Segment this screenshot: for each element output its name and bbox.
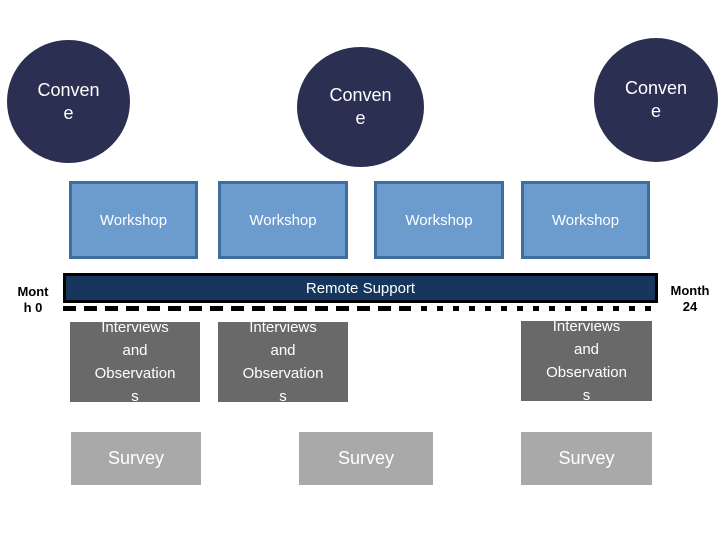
timeline-dashed-line-left	[63, 306, 405, 311]
remote-support-bar: Remote Support	[63, 273, 658, 303]
survey-box-3: Survey	[521, 432, 652, 485]
convene-circle-1: Conven e	[7, 40, 130, 163]
workshop-label-3: Workshop	[405, 211, 473, 229]
remote-support-label: Remote Support	[305, 279, 416, 297]
convene-circle-2: Conven e	[297, 47, 424, 167]
convene-label-2: Conven e	[329, 85, 392, 128]
interviews-observations-box-1: Interviews and Observation s	[70, 322, 200, 402]
timeline-end-label: Month 24	[670, 283, 710, 314]
workshop-label-4: Workshop	[551, 211, 620, 229]
survey-box-2: Survey	[299, 432, 433, 485]
interviews-label-2: Interviews and Observation s	[242, 322, 324, 402]
survey-label-2: Survey	[337, 448, 395, 468]
survey-box-1: Survey	[71, 432, 201, 485]
convene-label-1: Conven e	[37, 79, 100, 123]
interviews-observations-box-3: Interviews and Observation s	[521, 321, 652, 401]
workshop-box-1: Workshop	[69, 181, 198, 259]
interviews-label-3: Interviews and Observation s	[546, 321, 627, 401]
interviews-label-1: Interviews and Observation s	[94, 322, 176, 402]
workshop-label-1: Workshop	[99, 211, 168, 229]
convene-label-3: Conven e	[624, 78, 688, 121]
survey-label-3: Survey	[558, 448, 615, 468]
workshop-box-4: Workshop	[521, 181, 650, 259]
timeline-start-label: Mont h 0	[17, 284, 49, 315]
timeline-dotted-line-right	[405, 306, 658, 311]
survey-label-1: Survey	[107, 448, 165, 468]
workshop-box-2: Workshop	[218, 181, 348, 259]
interviews-observations-box-2: Interviews and Observation s	[218, 322, 348, 402]
workshop-box-3: Workshop	[374, 181, 504, 259]
convene-circle-3: Conven e	[594, 38, 718, 162]
workshop-label-2: Workshop	[249, 211, 317, 229]
